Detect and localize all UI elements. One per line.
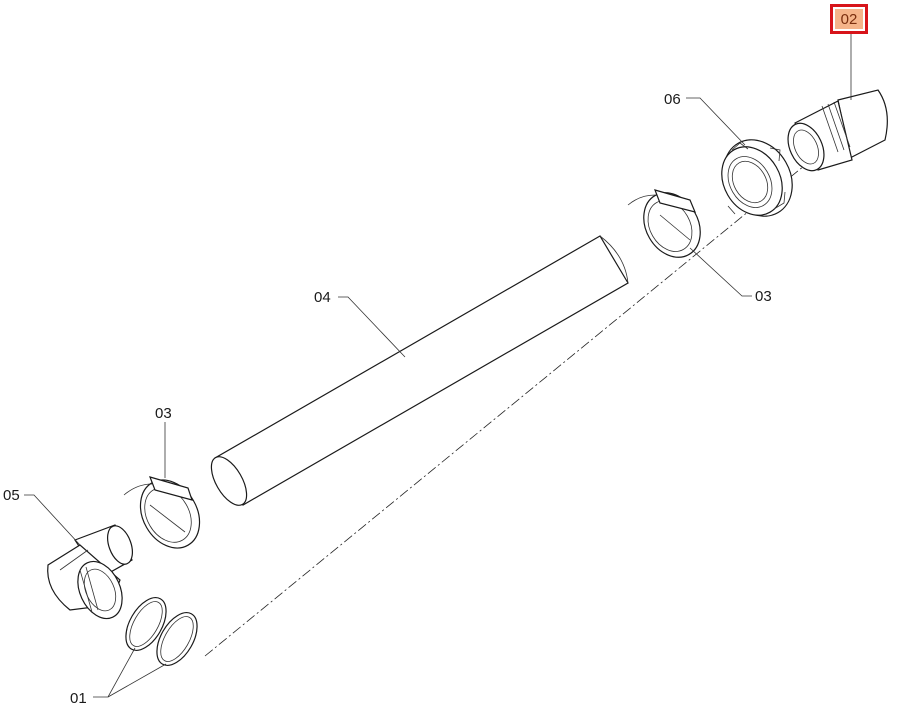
part-03-hose-clamp-right[interactable] — [627, 183, 712, 268]
label-03-right: 03 — [755, 288, 772, 305]
leader-lines — [24, 33, 852, 698]
part-05-elbow-connector[interactable] — [47, 522, 137, 625]
label-06: 06 — [664, 91, 681, 108]
part-03-hose-clamp-left[interactable] — [123, 469, 211, 558]
part-04-hose[interactable] — [204, 235, 629, 511]
label-03-left: 03 — [155, 405, 172, 422]
part-01-o-rings[interactable] — [118, 591, 206, 672]
label-05: 05 — [3, 487, 20, 504]
highlighted-callout-02[interactable]: 02 — [830, 4, 868, 34]
label-01: 01 — [70, 690, 87, 707]
part-06-union-nut[interactable] — [710, 127, 806, 228]
label-04: 04 — [314, 289, 331, 306]
callout-02-label: 02 — [835, 9, 863, 29]
part-02-tail-fitting[interactable] — [781, 89, 888, 176]
